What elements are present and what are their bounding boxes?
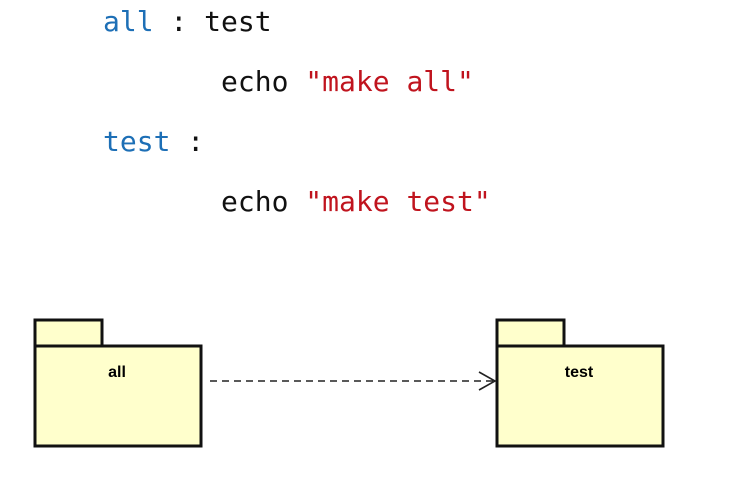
package-tab: [33, 318, 104, 348]
package-tab: [495, 318, 566, 348]
arrowhead-icon: [478, 371, 497, 391]
package-body: [495, 344, 665, 448]
target-dependencies: test: [204, 5, 272, 38]
code-line-2: echo "make all": [221, 68, 474, 96]
recipe-string: "make test": [305, 185, 491, 218]
recipe-string: "make all": [305, 65, 474, 98]
target-name: test: [103, 125, 171, 158]
dependency-arrow: [210, 371, 497, 391]
recipe-command: echo: [221, 185, 306, 218]
target-name: all: [103, 5, 154, 38]
target-separator: :: [153, 5, 205, 38]
package-all: all: [33, 318, 203, 448]
code-line-4: echo "make test": [221, 188, 491, 216]
package-label: test: [565, 364, 594, 381]
target-separator: :: [170, 125, 205, 158]
package-body: [33, 344, 203, 448]
code-line-1: all : test: [103, 8, 272, 36]
package-label: all: [108, 364, 126, 381]
package-test: test: [495, 318, 665, 448]
code-line-3: test :: [103, 128, 204, 156]
recipe-command: echo: [221, 65, 306, 98]
